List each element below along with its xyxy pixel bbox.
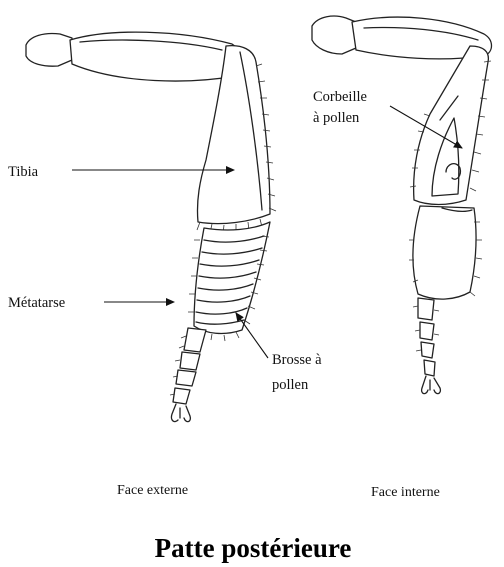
label-tibia: Tibia: [8, 164, 39, 180]
caption-face-interne: Face interne: [371, 485, 440, 500]
label-brosse-line2: pollen: [272, 377, 309, 393]
label-corbeille-line2: à pollen: [313, 110, 360, 126]
left-leg-drawing: [26, 32, 276, 422]
label-metatarse: Métatarse: [8, 295, 65, 311]
caption-face-externe: Face externe: [117, 483, 188, 498]
diagram-title: Patte postérieure: [155, 533, 352, 563]
right-leg-drawing: [312, 16, 492, 394]
label-brosse-line1: Brosse à: [272, 352, 322, 368]
label-corbeille-line1: Corbeille: [313, 89, 367, 105]
arrow-brosse: [236, 313, 268, 358]
